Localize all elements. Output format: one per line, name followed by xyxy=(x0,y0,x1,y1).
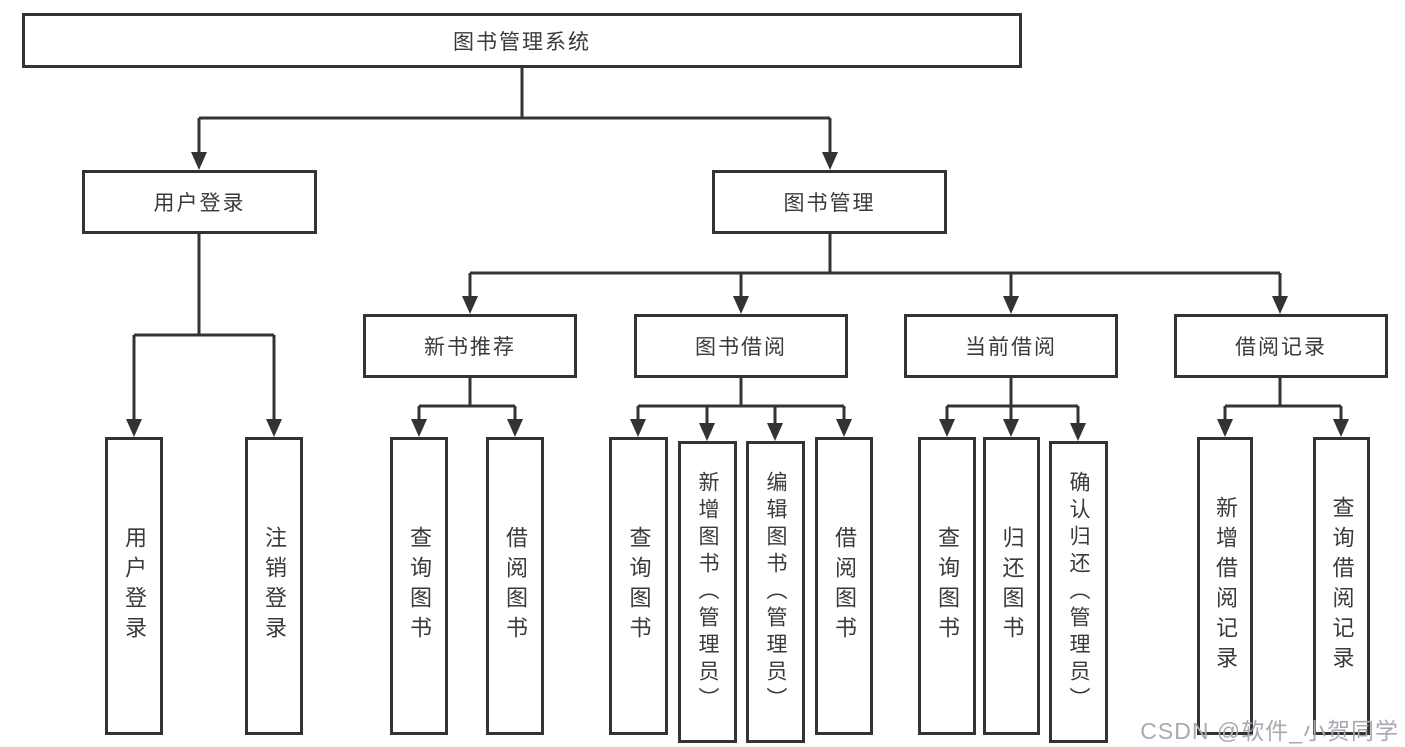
leaf-borrow-books: 借阅图书 xyxy=(815,437,873,735)
node-book-borrow: 图书借阅 xyxy=(634,314,848,378)
node-new-book-recommend: 新书推荐 xyxy=(363,314,577,378)
node-current-borrow: 当前借阅 xyxy=(904,314,1118,378)
leaf-logout-label: 注销登录 xyxy=(262,526,287,646)
node-book-management: 图书管理 xyxy=(712,170,947,234)
leaf-borrow-query-books: 查询图书 xyxy=(609,437,668,735)
csdn-watermark: CSDN @软件_小贺同学 xyxy=(1140,718,1399,744)
leaf-add-book-admin: 新增图书（管理员） xyxy=(678,441,737,743)
node-borrow-records: 借阅记录 xyxy=(1174,314,1388,378)
leaf-borrow-query-books-label: 查询图书 xyxy=(626,526,652,646)
leaf-recommend-borrow-books: 借阅图书 xyxy=(486,437,544,735)
leaf-confirm-return-admin-label: 确认归还（管理员） xyxy=(1067,470,1090,714)
leaf-query-borrow-record-label: 查询借阅记录 xyxy=(1329,496,1355,676)
leaf-query-borrow-record: 查询借阅记录 xyxy=(1313,437,1370,735)
leaf-borrow-books-label: 借阅图书 xyxy=(832,526,857,646)
leaf-edit-book-admin: 编辑图书（管理员） xyxy=(746,441,805,743)
leaf-logout: 注销登录 xyxy=(245,437,303,735)
leaf-current-query-books-label: 查询图书 xyxy=(935,526,960,646)
leaf-confirm-return-admin: 确认归还（管理员） xyxy=(1049,441,1108,743)
leaf-return-books-label: 归还图书 xyxy=(999,526,1025,646)
leaf-add-book-admin-label: 新增图书（管理员） xyxy=(696,470,719,714)
node-user-login: 用户登录 xyxy=(82,170,317,234)
leaf-user-login-label: 用户登录 xyxy=(122,526,147,646)
leaf-add-borrow-record-label: 新增借阅记录 xyxy=(1213,496,1238,676)
leaf-recommend-query-books-label: 查询图书 xyxy=(407,526,432,646)
leaf-add-borrow-record: 新增借阅记录 xyxy=(1197,437,1253,735)
leaf-edit-book-admin-label: 编辑图书（管理员） xyxy=(764,470,787,714)
leaf-recommend-query-books: 查询图书 xyxy=(390,437,448,735)
node-root-system: 图书管理系统 xyxy=(22,13,1022,68)
leaf-user-login: 用户登录 xyxy=(105,437,163,735)
leaf-recommend-borrow-books-label: 借阅图书 xyxy=(503,526,528,646)
leaf-current-query-books: 查询图书 xyxy=(918,437,976,735)
leaf-return-books: 归还图书 xyxy=(983,437,1040,735)
